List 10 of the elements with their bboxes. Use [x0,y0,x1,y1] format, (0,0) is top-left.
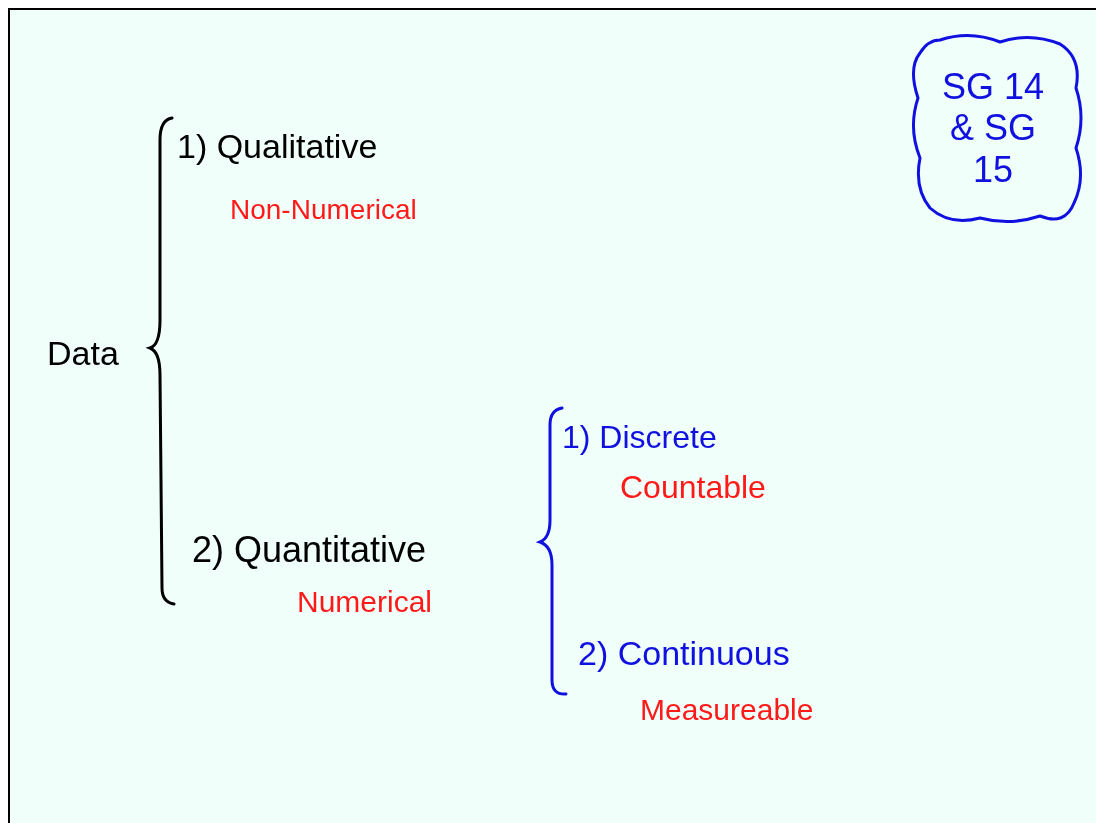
label-text: Numerical [297,585,433,618]
label-text: Data [47,335,119,373]
label-text: 2) Quantitative [192,530,427,570]
callout-text: SG 14 & SG 15 [940,65,1046,191]
label-text: 1) Qualitative [177,128,378,166]
label-text: 2) Continuous [578,635,790,673]
label-text: 1) Discrete [562,420,717,456]
label-text: Non-Numerical [230,195,417,226]
label-text: Measureable [640,693,814,726]
label-text: Countable [620,470,766,506]
